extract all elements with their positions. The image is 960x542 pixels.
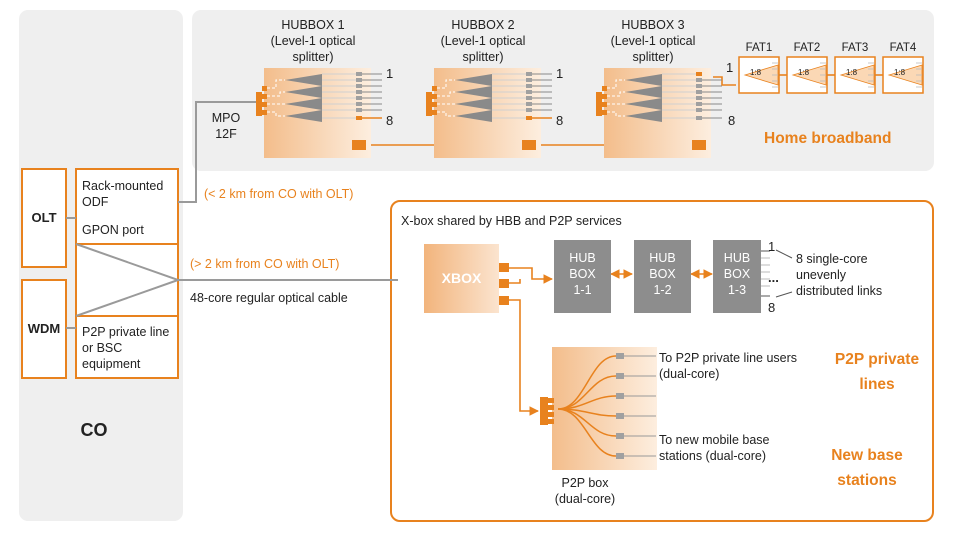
p2p-box-label: P2P box (dual-core) — [554, 476, 616, 506]
wdm-label: WDM — [27, 321, 61, 336]
hubbox-2 — [426, 68, 552, 158]
cable-label: 48-core regular optical cable — [190, 291, 348, 305]
mpo-label: MPO 12F — [211, 111, 241, 141]
hubbox-3-subtitle: (Level-1 optical splitter) — [610, 34, 696, 64]
hubbox-2-subtitle: (Level-1 optical splitter) — [440, 34, 526, 64]
xbox-block — [424, 244, 499, 313]
p2p-lines-label: P2P private lines — [834, 351, 920, 393]
co-label: CO — [80, 420, 108, 440]
distance-far-label: (> 2 km from CO with OLT) — [190, 257, 340, 271]
fat-1-label: FAT1 — [745, 42, 773, 54]
xbox-label: XBOX — [441, 270, 482, 286]
p2p-users-label: To P2P private line users (dual-core) — [659, 351, 798, 381]
mobile-stations-label: To new mobile base stations (dual-core) — [659, 433, 770, 463]
p2p-equipment-label: P2P private line or BSC equipment — [82, 325, 170, 371]
hubbox-3-title: HUBBOX 3 — [621, 18, 685, 32]
hubbox-1-subtitle: (Level-1 optical splitter) — [270, 34, 356, 64]
hubbox-3 — [596, 68, 722, 158]
new-base-stations-label: New base stations — [831, 447, 903, 489]
gpon-port-label: GPON port — [82, 223, 144, 237]
hub-box-1-3: HUB BOX 1-3 — [713, 240, 761, 313]
hbb-panel — [192, 10, 934, 171]
fat-2 — [786, 56, 828, 94]
xbox-panel-title: X-box shared by HBB and P2P services — [401, 214, 622, 228]
hubbox-3-port-last: 8 — [728, 113, 736, 128]
fat-2-label: FAT2 — [793, 42, 821, 54]
hub-port-last: 8 — [768, 300, 776, 315]
fat-3 — [834, 56, 876, 94]
fat-1-ratio: 1:8 — [750, 68, 762, 77]
fat-2-ratio: 1:8 — [798, 68, 810, 77]
xbox-panel — [390, 200, 934, 522]
hub-box-1-2-label: HUB BOX 1-2 — [649, 251, 676, 297]
home-broadband-label: Home broadband — [764, 130, 892, 147]
hub-box-1-3-label: HUB BOX 1-3 — [723, 251, 751, 297]
hubbox-2-port-last: 8 — [556, 113, 564, 128]
fat-3-label: FAT3 — [841, 42, 869, 54]
olt-label: OLT — [31, 210, 57, 225]
hub-box-1-1-label: HUB BOX 1-1 — [569, 251, 596, 297]
hub-port-first: 1 — [768, 239, 776, 254]
fat-3-ratio: 1:8 — [846, 68, 858, 77]
hubbox-1-title: HUBBOX 1 — [281, 18, 345, 32]
links-note: 8 single-core unevenly distributed links — [796, 252, 883, 298]
wdm-box — [21, 279, 67, 379]
fat-1 — [738, 56, 780, 94]
hub-port-ellipsis: ... — [768, 270, 779, 285]
fat-port-first: 1 — [726, 60, 734, 75]
hub-box-1-1: HUB BOX 1-1 — [554, 240, 611, 313]
fat-4 — [882, 56, 924, 94]
hubbox-2-port-first: 1 — [556, 66, 564, 81]
odf-label: Rack-mounted ODF — [82, 179, 164, 209]
distance-near-label: (< 2 km from CO with OLT) — [204, 187, 354, 201]
hubbox-2-title: HUBBOX 2 — [451, 18, 515, 32]
hub-box-1-2: HUB BOX 1-2 — [634, 240, 691, 313]
fat-4-ratio: 1:8 — [894, 68, 906, 77]
p2p-box — [540, 347, 657, 470]
hubbox-1-port-last: 8 — [386, 113, 394, 128]
hubbox-1-port-first: 1 — [386, 66, 394, 81]
hubbox-1 — [256, 68, 382, 158]
fat-4-label: FAT4 — [889, 42, 917, 54]
